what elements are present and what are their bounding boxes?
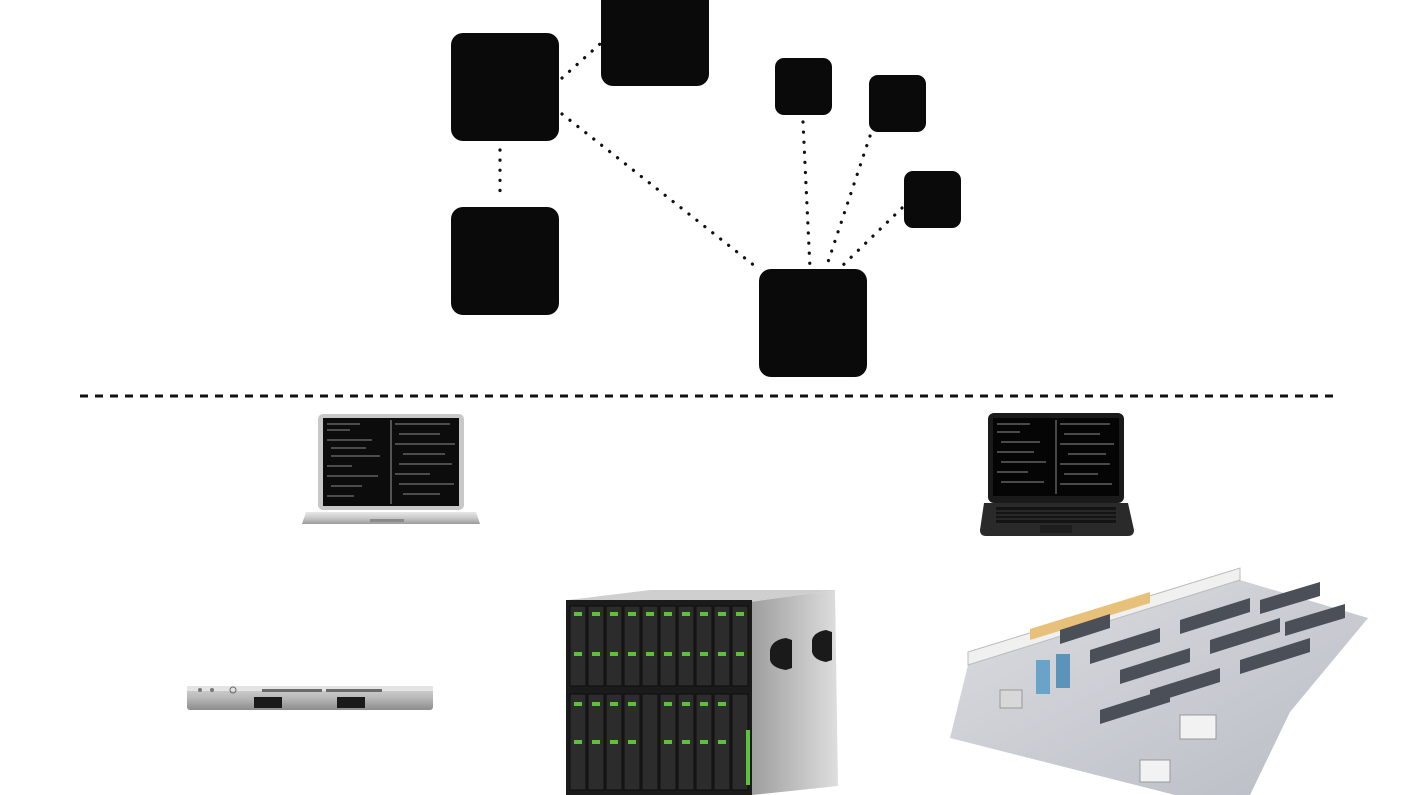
diagram-links xyxy=(498,42,904,272)
link-n4-n5 xyxy=(801,120,812,270)
node-small-n6 xyxy=(869,75,926,132)
blade-chassis-icon xyxy=(566,590,838,795)
node-large-n3 xyxy=(451,207,559,315)
link-n4-n7 xyxy=(838,206,904,270)
node-small-n5 xyxy=(775,58,832,115)
node-large-n2 xyxy=(601,0,709,86)
rack-server-1u-icon xyxy=(187,686,433,710)
link-n1-n2 xyxy=(560,42,602,80)
link-n1-n4 xyxy=(560,112,762,272)
node-large-n4 xyxy=(759,269,867,377)
laptop-silver-icon xyxy=(302,414,480,524)
node-small-n7 xyxy=(904,171,961,228)
datacenter-floor-icon xyxy=(950,567,1368,795)
laptop-black-icon xyxy=(980,413,1134,536)
node-large-n1 xyxy=(451,33,559,141)
diagram-nodes xyxy=(451,0,961,377)
link-n4-n6 xyxy=(824,134,872,270)
